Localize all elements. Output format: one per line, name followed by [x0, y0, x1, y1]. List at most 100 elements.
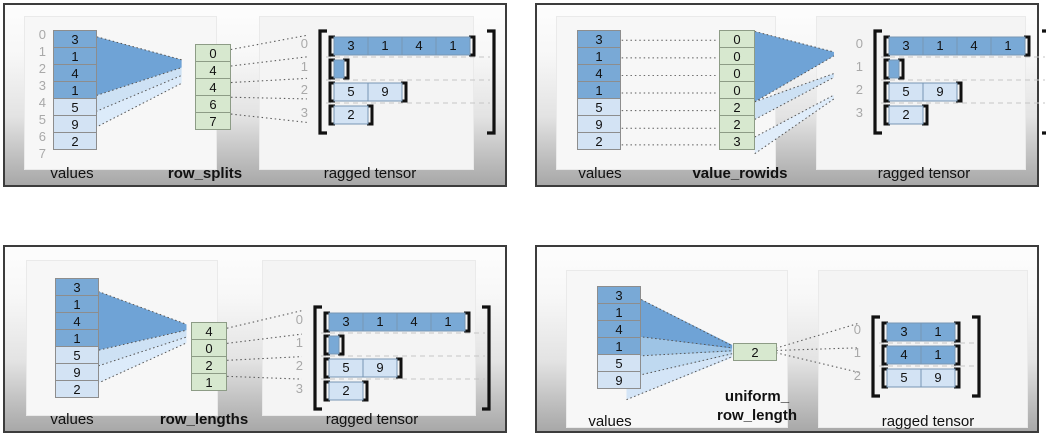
encoding-cell: 0: [719, 30, 755, 48]
encoding-cell: 1: [191, 373, 227, 391]
encoding-cell: 0: [719, 64, 755, 82]
bracket: [338, 334, 345, 356]
ragged-row-index: 1: [855, 59, 863, 74]
value-cell: 1: [55, 295, 99, 313]
ragged-row-index: 2: [853, 368, 861, 383]
bracket: [328, 104, 335, 126]
value-cell: 1: [577, 47, 621, 65]
ragged-row-index: 3: [300, 105, 308, 120]
ragged-caption: ragged tensor: [323, 165, 417, 182]
encoding-cell: 2: [719, 115, 755, 133]
value-cell: 5: [597, 354, 641, 372]
ragged-cell: [435, 36, 471, 56]
value-index: 0: [38, 27, 46, 42]
ragged-caption: ragged tensor: [881, 413, 975, 430]
values-caption: values: [50, 165, 94, 182]
bracket: [482, 305, 491, 411]
bracket: [954, 344, 961, 366]
bracket: [1042, 29, 1046, 135]
ragged-row-index: 1: [853, 345, 861, 360]
values-caption: values: [588, 413, 632, 430]
bracket: [871, 315, 880, 398]
ragged-cell: [362, 358, 398, 378]
ragged-cell-value: 1: [934, 324, 941, 339]
ragged-row-index: 1: [295, 335, 303, 350]
bracket: [873, 29, 882, 135]
value-cell: 9: [53, 115, 97, 133]
value-cell: 9: [55, 363, 99, 381]
ragged-row-index: 0: [855, 36, 863, 51]
ragged-row-index: 1: [300, 59, 308, 74]
ragged-row-index: 3: [295, 381, 303, 396]
value-cell: 1: [53, 81, 97, 99]
value-cell: 1: [53, 47, 97, 65]
bracket: [343, 58, 350, 80]
ragged-row-index: 2: [295, 358, 303, 373]
ragged-cell: [333, 105, 369, 125]
value-index: 1: [38, 44, 46, 59]
ragged-cell: [922, 82, 958, 102]
ragged-cell: [430, 312, 466, 332]
value-cell: 5: [577, 98, 621, 116]
ragged-cell-value: 3: [900, 324, 907, 339]
ragged-caption: ragged tensor: [877, 165, 971, 182]
value-cell: 9: [577, 115, 621, 133]
value-cell: 2: [577, 132, 621, 150]
bracket: [328, 35, 335, 57]
ragged-caption: ragged tensor: [325, 411, 419, 428]
value-cell: 4: [577, 64, 621, 82]
ragged-empty-row: [333, 59, 345, 79]
value-cell: 9: [597, 371, 641, 389]
bracket: [464, 311, 471, 333]
ragged-cell: [328, 381, 364, 401]
encoding-caption: uniform_ row_length: [716, 388, 797, 424]
encoding-cell: 3: [719, 132, 755, 150]
ragged-cell-value: 1: [934, 347, 941, 362]
value-cell: 4: [55, 312, 99, 330]
ragged-cell-value: 3: [342, 314, 349, 329]
ragged-row-index: 0: [295, 312, 303, 327]
ragged-row-index: 3: [855, 105, 863, 120]
value-cell: 4: [597, 320, 641, 338]
bracket: [469, 35, 476, 57]
bracket: [328, 81, 335, 103]
value-cell: 3: [597, 286, 641, 304]
encoding-caption: value_rowids: [692, 165, 788, 182]
ragged-cell-value: 5: [347, 84, 354, 99]
values-caption: values: [50, 411, 94, 428]
value-cell: 5: [53, 98, 97, 116]
ragged-cell-value: 4: [900, 347, 907, 362]
bracket: [881, 344, 888, 366]
encoding-cell: 6: [195, 95, 231, 113]
ragged-cell: [367, 82, 403, 102]
ragged-cell-value: 9: [934, 370, 941, 385]
ragged-empty-row: [888, 59, 900, 79]
value-index: 7: [38, 146, 46, 161]
ragged-cell-value: 1: [376, 314, 383, 329]
ragged-cell-value: 2: [347, 107, 354, 122]
bracket: [922, 104, 929, 126]
value-cell: 1: [597, 303, 641, 321]
ragged-cell: [920, 345, 956, 365]
bracket: [323, 357, 330, 379]
value-index: 6: [38, 129, 46, 144]
encoding-cell: 0: [195, 44, 231, 62]
ragged-cell-value: 1: [381, 38, 388, 53]
value-cell: 3: [577, 30, 621, 48]
ragged-cell: [888, 105, 924, 125]
